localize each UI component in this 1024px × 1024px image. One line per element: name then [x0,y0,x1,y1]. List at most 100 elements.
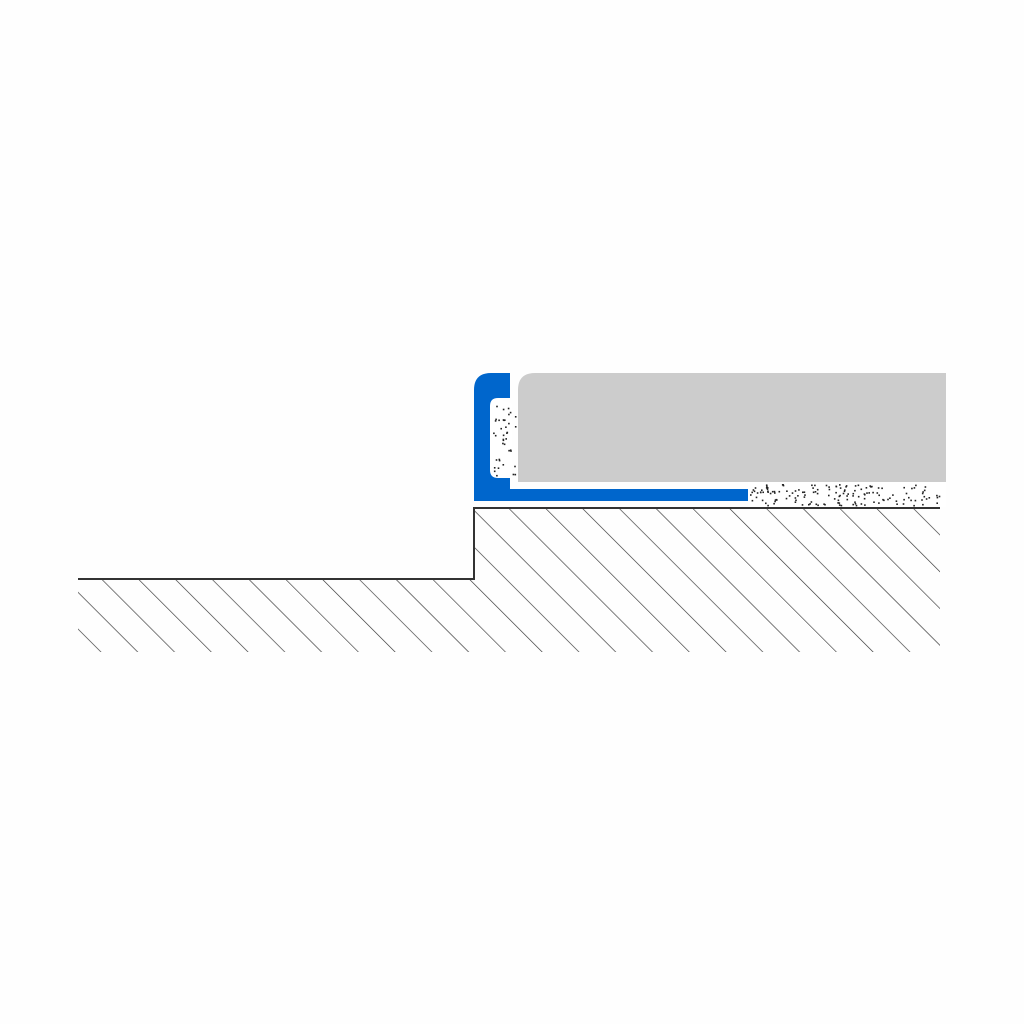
adhesive-dot [903,498,905,501]
adhesive-dot [824,503,826,506]
adhesive-dot [502,464,505,466]
adhesive-dot [767,491,769,493]
adhesive-dot [514,473,517,476]
adhesive-dot [775,498,778,501]
adhesive-dot [767,504,769,507]
adhesive-dot [839,494,841,497]
adhesive-dot [502,442,504,445]
adhesive-dot [502,408,505,411]
adhesive-dot [828,486,830,488]
adhesive-dot [878,494,880,497]
adhesive-dot [804,494,806,496]
adhesive-dot [908,496,910,499]
adhesive-dot [835,485,838,488]
adhesive-dot [852,503,854,506]
adhesive-dot [854,501,856,503]
adhesive-dot [810,501,813,503]
adhesive-dot [803,496,806,498]
adhesive-dot [514,426,517,428]
adhesive-dot [887,498,889,501]
adhesive-dot [773,502,775,505]
adhesive-dot [509,449,512,451]
adhesive-dot [493,467,496,469]
adhesive-dot [774,499,777,501]
adhesive-dot [815,503,818,506]
tile [518,373,946,482]
adhesive-dot [877,487,880,489]
adhesive-dot [767,490,769,492]
adhesive-dot [921,492,924,495]
adhesive-dot [845,486,847,488]
adhesive-dot [502,434,505,437]
adhesive-dot [903,486,905,489]
adhesive-dot [795,499,797,502]
adhesive-dot [896,503,898,505]
adhesive-dot [936,496,939,499]
adhesive-dot [765,487,768,489]
adhesive-dot [855,504,858,507]
adhesive-dot [512,473,515,476]
adhesive-dot [765,502,767,505]
adhesive-dot [498,419,500,422]
adhesive-dot [494,420,497,422]
adhesive-dot [825,484,828,487]
adhesive-dot [871,485,873,488]
adhesive-dot [865,487,868,489]
adhesive-dot [765,484,768,486]
adhesive-dot [843,490,846,493]
adhesive-dot [838,504,841,506]
adhesive-dot [902,503,905,505]
adhesive-dot [802,491,804,494]
adhesive-dot [840,504,843,507]
adhesive-dot [808,503,810,506]
adhesive-dot [881,487,883,490]
adhesive-dot [838,495,841,498]
adhesive-in-profile [490,398,512,478]
adhesive-dot [496,474,498,477]
adhesive-dot [842,492,845,495]
adhesive-dot [809,503,811,505]
adhesive-dot [869,485,871,487]
adhesive-dot [823,503,825,505]
adhesive-dot [915,484,917,487]
adhesive-dot [854,485,857,487]
adhesive-dot [938,495,941,498]
adhesive-dot [910,499,912,502]
adhesive-dot [833,498,836,500]
adhesive-dot [889,497,891,499]
adhesive-dot [814,491,817,493]
adhesive-dot [816,492,819,495]
adhesive-dot [913,487,916,489]
adhesive-dot [503,443,506,446]
adhesive-dot [913,504,915,507]
adhesive-dot [828,494,830,497]
adhesive-dot [508,413,510,416]
adhesive-dot [911,487,913,490]
adhesive-dot [498,459,501,462]
adhesive-dot [514,465,516,468]
adhesive-dot [816,488,819,491]
adhesive-dot [500,427,502,430]
adhesive-dot [922,503,924,506]
adhesive-dot [860,488,863,491]
adhesive-dot [752,489,755,491]
adhesive-dot [761,489,763,491]
adhesive-dot [921,499,923,501]
adhesive-dot [839,484,841,486]
adhesive-dot [876,492,879,494]
adhesive-dot [811,484,813,487]
adhesive-dot [769,492,772,495]
adhesive-dot [505,426,507,428]
adhesive-dot [868,492,870,494]
adhesive-dot [505,438,507,440]
tile-edge-profile [474,373,748,501]
adhesive-dot [873,501,875,503]
adhesive-dot [797,495,799,497]
adhesive-dot [864,493,866,496]
adhesive-dot [510,450,512,452]
adhesive-dot [761,499,764,502]
adhesive-dot [863,497,866,500]
adhesive-dot [872,491,874,494]
adhesive-dot [854,489,856,492]
